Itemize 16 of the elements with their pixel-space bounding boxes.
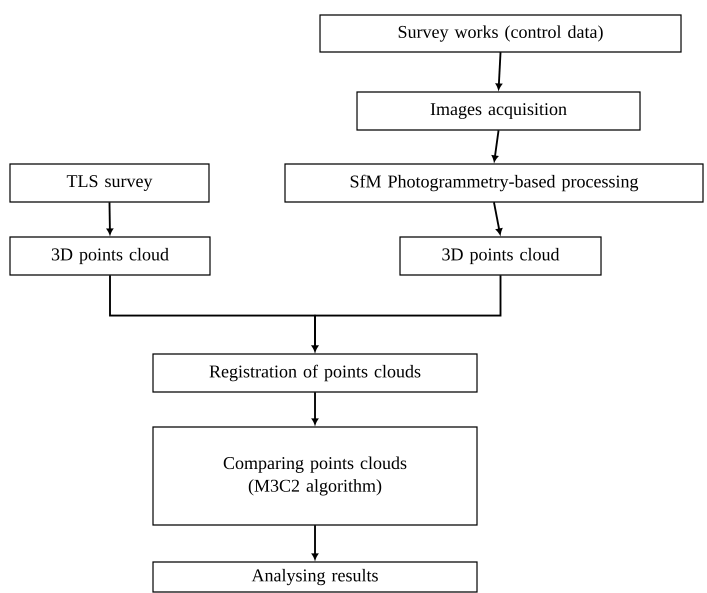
- arrow: [106, 202, 114, 235]
- process-box: Images acquisition: [356, 91, 641, 131]
- process-box: SfM Photogrammetry-based processing: [284, 163, 704, 203]
- process-box: Survey works (control data): [319, 14, 682, 53]
- arrow: [496, 52, 502, 90]
- arrow: [492, 130, 500, 162]
- arrow: [312, 526, 318, 560]
- arrow: [312, 392, 318, 425]
- arrow: [312, 276, 502, 352]
- process-box: TLS survey: [9, 163, 210, 203]
- process-box: Registration of points clouds: [152, 353, 478, 393]
- process-box: Analysing results: [152, 561, 478, 593]
- arrow: [493, 202, 502, 235]
- process-box: 3D points cloud: [399, 236, 602, 276]
- process-box: 3D points cloud: [9, 236, 211, 276]
- process-box: Comparing points clouds (M3C2 algorithm): [152, 426, 478, 526]
